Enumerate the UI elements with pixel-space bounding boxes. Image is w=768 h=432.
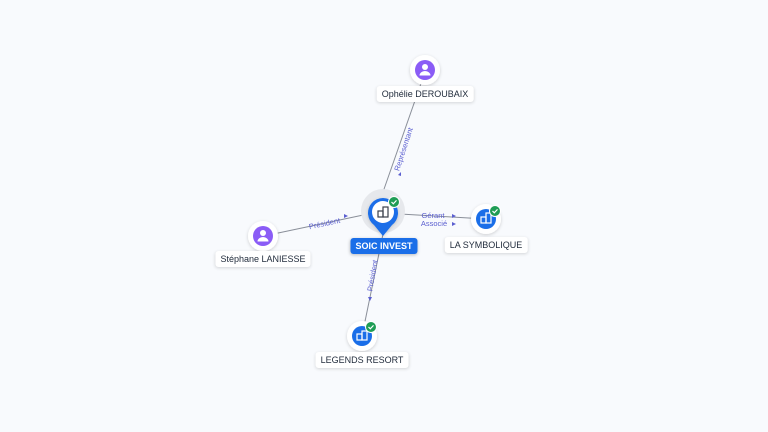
company-node-center[interactable] [361, 189, 405, 236]
edge-label-left: Président [308, 216, 342, 232]
arrow-head-right-1 [452, 214, 456, 218]
arrow-head-top [398, 172, 401, 176]
node-label-right[interactable]: LA SYMBOLIQUE [444, 237, 528, 253]
company-node-right[interactable] [471, 204, 501, 234]
node-label-top[interactable]: Ophélie DEROUBAIX [376, 86, 474, 102]
node-label-bottom[interactable]: LEGENDS RESORT [315, 352, 409, 368]
arrow-head-bottom [368, 297, 372, 301]
arrow-head-left [344, 214, 348, 218]
edge-line-left [263, 213, 369, 237]
edge-label-right-2: Associé [421, 219, 447, 228]
arrow-head-right-2 [452, 222, 456, 226]
verified-check-icon [388, 196, 400, 208]
verified-check-icon [489, 205, 501, 217]
person-node-left[interactable] [248, 221, 278, 251]
company-node-bottom[interactable] [347, 321, 377, 351]
building-icon [356, 330, 368, 341]
verified-check-icon [365, 321, 377, 333]
node-label-center[interactable]: SOIC INVEST [350, 238, 418, 254]
edge-label-right-1: Gérant [422, 211, 446, 220]
edge-label-bottom: Président [365, 258, 380, 292]
person-icon [415, 60, 435, 80]
person-node-top[interactable] [410, 55, 440, 85]
building-icon [377, 206, 389, 218]
person-icon [253, 226, 273, 246]
edge-label-top: Représentant [392, 126, 415, 172]
node-label-left[interactable]: Stéphane LANIESSE [215, 251, 311, 267]
building-icon [480, 212, 492, 224]
